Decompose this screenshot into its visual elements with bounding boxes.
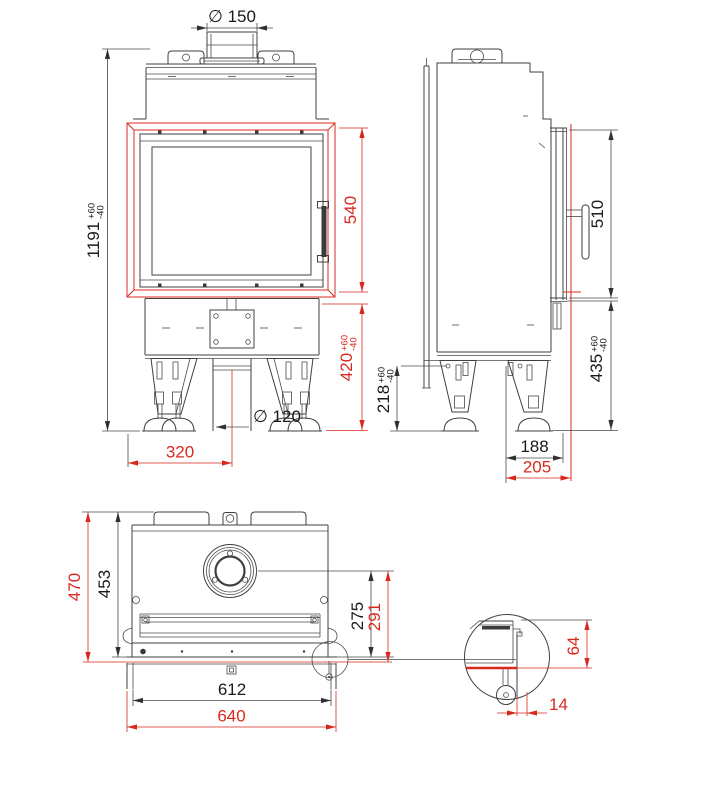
plan-frame-front <box>83 661 392 690</box>
rear-panel <box>422 58 431 389</box>
dim-base-height: 420 +60 -40 <box>322 303 368 431</box>
dim-tol-plus: +60 <box>87 203 98 219</box>
dim-label-total-height: 1191 <box>84 222 103 259</box>
dim-depth-total: 205 <box>506 458 571 481</box>
support-legs-side <box>439 360 553 432</box>
mounting-plate <box>209 309 255 349</box>
door-frame <box>126 122 336 298</box>
dim-label-flue-diameter: ∅ 150 <box>208 7 256 26</box>
base-section <box>144 298 320 359</box>
dim-side-base-height: 435 +60 -40 <box>553 300 618 431</box>
side-door <box>538 124 590 481</box>
dim-tol-minus: -40 <box>96 205 107 219</box>
support-legs-front <box>142 358 322 432</box>
dim-label-width-inner: 612 <box>218 680 246 699</box>
adjustable-foot <box>143 417 177 432</box>
detail-marker <box>311 641 516 681</box>
side-body <box>424 48 552 376</box>
side-view: 510 435 +60 -40 218 +60 -40 188 <box>374 48 618 483</box>
dim-flue-diameter: ∅ 150 <box>191 7 273 31</box>
dim-tol-plus: +60 <box>340 335 351 351</box>
dim-tol-minus: -40 <box>386 369 397 383</box>
dim-frame-offset: 14 <box>497 692 568 716</box>
dim-pipe-diameter: ∅ 120 <box>216 407 301 430</box>
dim-label-leg-height: 218 <box>374 385 393 413</box>
dim-tol-minus: -40 <box>599 338 610 352</box>
dim-width-inner: 612 <box>132 680 332 706</box>
dim-tol-plus: +60 <box>590 336 601 352</box>
dim-label-flue-center-offset: 275 <box>348 602 367 630</box>
flue-opening <box>203 544 257 598</box>
dim-depth-inner: 188 <box>505 366 564 483</box>
plan-view: 470 453 275 291 612 <box>65 511 516 732</box>
door <box>139 130 329 288</box>
dim-tol-minus: -40 <box>349 337 360 351</box>
adjustable-foot <box>443 417 477 432</box>
flue-collar-side <box>451 48 503 63</box>
upper-body <box>133 67 329 120</box>
dim-label-base-width: 320 <box>166 443 194 462</box>
dim-label-frame-drop: 64 <box>564 637 583 656</box>
dim-door-frame-height: 540 <box>339 127 368 293</box>
dim-base-width: 320 <box>127 370 233 467</box>
detail-frame-profile <box>466 620 523 705</box>
front-view: ∅ 150 1191 +60 -40 540 420 +60 <box>84 7 368 467</box>
plan-body <box>131 511 329 657</box>
adjustable-foot <box>517 417 551 432</box>
dim-flue-center-offset: 275 <box>258 570 394 657</box>
dim-width-total: 640 <box>126 691 337 732</box>
dim-label-door-frame-height: 540 <box>341 196 360 224</box>
dim-frame-drop: 64 <box>517 619 592 669</box>
dim-door-height: 510 <box>569 129 618 299</box>
plan-front-assembly <box>112 613 394 658</box>
dim-label-frame-offset: 14 <box>549 695 568 714</box>
detail-marker-circle <box>311 641 349 678</box>
flue-pipe <box>199 31 265 65</box>
detail-view: 64 14 <box>464 614 592 716</box>
top-plate <box>146 50 316 68</box>
dim-label-plan-depth-total: 470 <box>65 573 84 601</box>
dim-label-side-base-height: 435 <box>587 354 606 382</box>
bracket-hole-right <box>272 53 280 62</box>
door-glass <box>151 146 312 276</box>
dim-label-depth-inner: 188 <box>520 437 548 456</box>
dim-label-width-total: 640 <box>217 707 245 726</box>
detail-circle <box>464 614 550 700</box>
dim-plan-body-depth: 453 <box>95 512 121 657</box>
dim-label-plan-body-depth: 453 <box>95 570 114 598</box>
bracket-hole-left <box>182 53 190 62</box>
dim-label-base-height: 420 <box>337 353 356 381</box>
dim-label-pipe-diameter: ∅ 120 <box>253 407 301 426</box>
dim-leg-height: 218 +60 -40 <box>374 365 447 432</box>
dim-tol-plus: +60 <box>377 367 388 383</box>
adjustable-foot <box>161 417 195 432</box>
dim-flue-center-to-frame: 291 <box>365 571 391 662</box>
dim-label-flue-center-to-frame: 291 <box>365 603 384 631</box>
foot-roller <box>496 685 516 705</box>
door-handle <box>317 201 329 263</box>
side-handle <box>566 204 590 260</box>
adjustable-foot <box>287 417 321 432</box>
dim-total-height: 1191 +60 -40 <box>84 48 150 432</box>
dim-label-door-height: 510 <box>588 200 607 228</box>
dim-label-depth-total: 205 <box>523 458 551 477</box>
adjustable-foot <box>269 417 303 432</box>
